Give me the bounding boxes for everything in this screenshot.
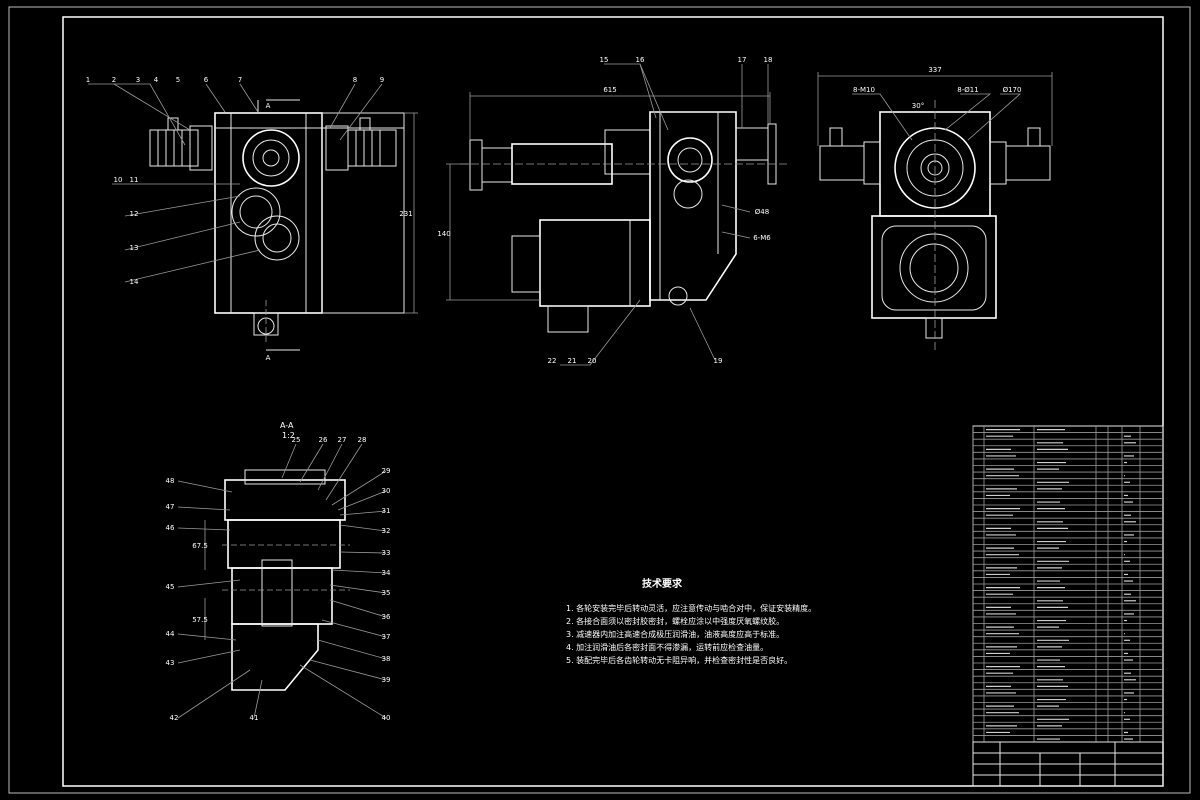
balloon-17: 17 (738, 56, 747, 64)
balloon-41: 41 (250, 714, 259, 722)
dim-6m6: 6-M6 (753, 234, 771, 242)
balloon-32: 32 (382, 527, 391, 535)
balloon-7: 7 (238, 76, 242, 84)
balloon-25: 25 (292, 436, 301, 444)
balloon-42: 42 (170, 714, 179, 722)
balloon-6: 6 (204, 76, 209, 84)
section-marker-bottom: A (266, 354, 271, 362)
dim-140: 140 (437, 230, 450, 238)
dim-phi48: Ø48 (755, 208, 769, 216)
dim-8m10: 8-M10 (853, 86, 875, 94)
dim-231: 231 (399, 210, 412, 218)
right-view: 337 8-M10 8-Ø11 Ø170 30° (817, 66, 1053, 350)
balloon-45: 45 (166, 583, 175, 591)
balloon-5: 5 (176, 76, 180, 84)
balloon-20: 20 (588, 357, 597, 365)
balloon-47: 47 (166, 503, 175, 511)
balloon-14: 14 (130, 278, 139, 286)
balloon-9: 9 (380, 76, 384, 84)
dim-30deg: 30° (912, 102, 924, 110)
balloon-37: 37 (382, 633, 391, 641)
tech-item-1: 1. 各轮安装完毕后转动灵活，应注意传动与啮合对中，保证安装精度。 (566, 603, 816, 613)
section-marker-top: A (266, 102, 271, 110)
balloon-40: 40 (382, 714, 391, 722)
side-view: 615 140 Ø48 6-M6 15 16 17 18 22 21 20 19 (437, 56, 790, 366)
balloon-1: 1 (86, 76, 90, 84)
balloon-4: 4 (154, 76, 159, 84)
dim-67-5: 67.5 (192, 542, 208, 550)
tech-item-5: 5. 装配完毕后各齿轮转动无卡阻异响，并检查密封性是否良好。 (566, 655, 792, 665)
dim-337: 337 (928, 66, 941, 74)
parts-list (972, 425, 1164, 743)
section-scale: 1:2 (282, 431, 295, 440)
balloon-46: 46 (166, 524, 175, 532)
tech-title: 技术要求 (642, 577, 683, 590)
balloon-10: 10 (114, 176, 123, 184)
balloon-31: 31 (382, 507, 391, 515)
balloon-29: 29 (382, 467, 391, 475)
balloon-11: 11 (130, 176, 139, 184)
balloon-35: 35 (382, 589, 391, 597)
balloon-18: 18 (764, 56, 773, 64)
balloon-8: 8 (353, 76, 357, 84)
balloon-22: 22 (548, 357, 557, 365)
balloon-13: 13 (130, 244, 139, 252)
balloon-12: 12 (130, 210, 139, 218)
balloon-3: 3 (136, 76, 140, 84)
balloon-44: 44 (166, 630, 175, 638)
dim-57-5: 57.5 (192, 616, 208, 624)
balloon-28: 28 (358, 436, 367, 444)
balloon-33: 33 (382, 549, 391, 557)
balloon-2: 2 (112, 76, 116, 84)
section-view: A-A 1:2 67.5 57.5 (166, 421, 391, 722)
balloon-26: 26 (319, 436, 328, 444)
dim-8phi11: 8-Ø11 (957, 86, 978, 94)
section-title: A-A (280, 421, 294, 430)
balloon-15: 15 (600, 56, 609, 64)
tech-requirements: 技术要求 1. 各轮安装完毕后转动灵活，应注意传动与啮合对中，保证安装精度。 2… (566, 577, 816, 665)
balloon-39: 39 (382, 676, 391, 684)
title-block (972, 741, 1164, 787)
dim-615: 615 (603, 86, 616, 94)
tech-item-4: 4. 加注润滑油后各密封面不得渗漏，运转前应检查油量。 (566, 642, 768, 652)
tech-item-2: 2. 各接合面须以密封胶密封，螺栓应涂以中强度厌氧螺纹胶。 (566, 616, 784, 626)
front-view: A A 231 1 2 3 4 5 6 7 8 9 10 11 12 13 14 (86, 76, 418, 362)
balloon-21: 21 (568, 357, 577, 365)
balloon-30: 30 (382, 487, 391, 495)
balloon-16: 16 (636, 56, 645, 64)
balloon-19: 19 (714, 357, 723, 365)
balloon-27: 27 (338, 436, 347, 444)
balloon-36: 36 (382, 613, 391, 621)
balloon-38: 38 (382, 655, 391, 663)
balloon-34: 34 (382, 569, 391, 577)
balloon-43: 43 (166, 659, 175, 667)
sheet-border (8, 6, 1191, 794)
tech-item-3: 3. 减速器内加注高速合成极压润滑油，油液高度应高于标准。 (566, 629, 784, 639)
balloon-48: 48 (166, 477, 175, 485)
dim-phi170: Ø170 (1003, 86, 1022, 94)
